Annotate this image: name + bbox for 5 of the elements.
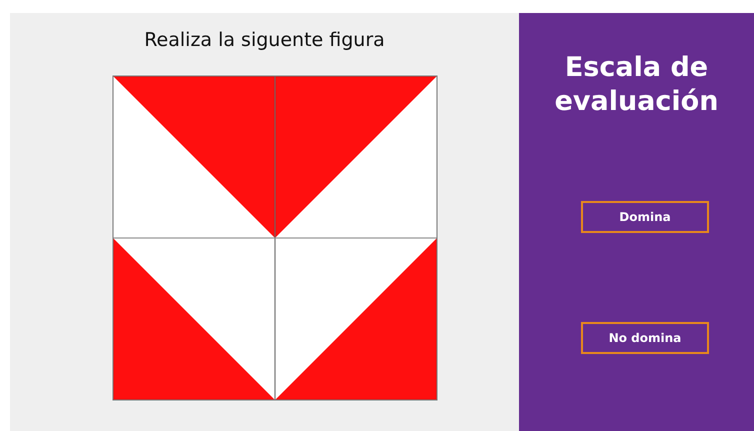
heading: Realiza la siguente figura (143, 29, 386, 51)
panel-heading: Escala de evaluación (554, 51, 720, 119)
side-panel (519, 13, 754, 431)
option-box: Domina (581, 201, 709, 233)
option-box: No domina (581, 322, 709, 354)
